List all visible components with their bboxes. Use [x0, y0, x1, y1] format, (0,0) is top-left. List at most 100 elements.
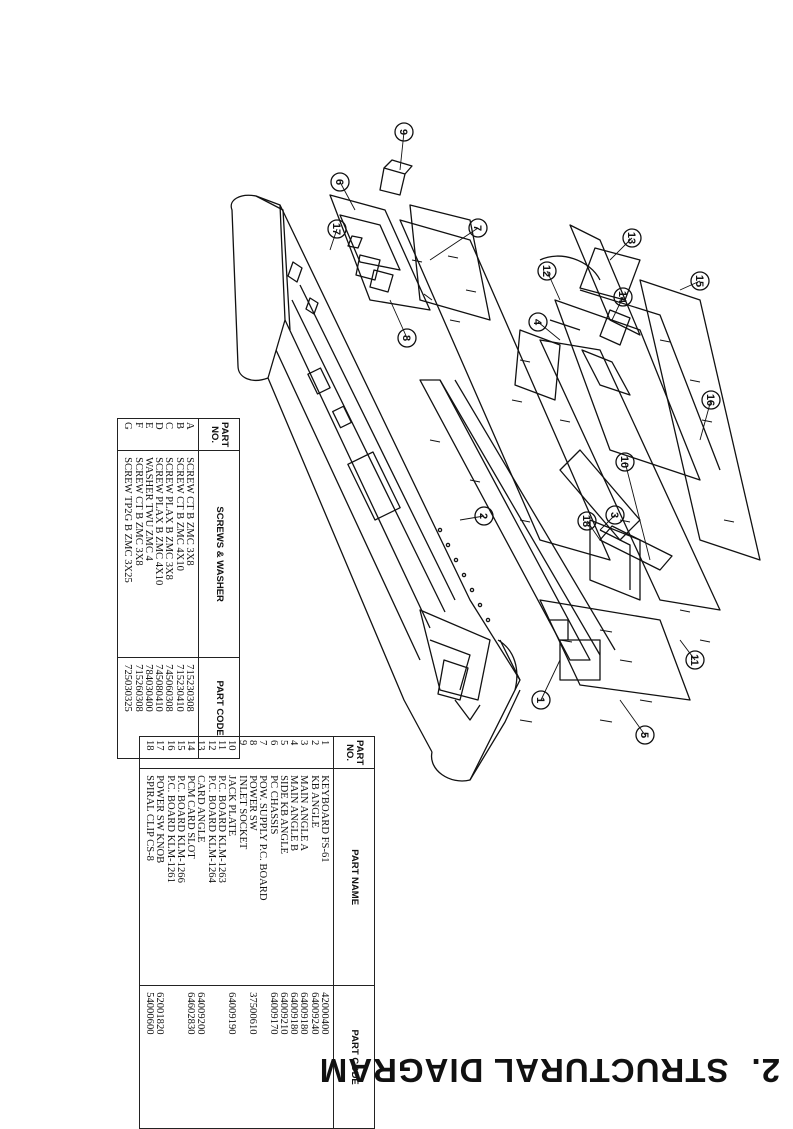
screws-cell-name: SCREW PLAX B ZMC 4X10 [153, 457, 165, 586]
parts-cell-name: MAIN ANGLE A [298, 775, 310, 852]
callout-8: 8 [397, 328, 417, 348]
parts-cell-no: 7 [257, 740, 269, 746]
parts-cell-name: INLET SOCKET [236, 775, 248, 850]
svg-text:1: 1 [534, 697, 546, 703]
screws-cell-name: SCREW CT B ZMC 3X8 [184, 457, 195, 566]
callout-13: 13 [622, 228, 642, 248]
parts-cell-no: 1 [319, 740, 330, 746]
parts-cell-no: 2 [308, 740, 320, 746]
screws-cell-no: C [163, 422, 175, 430]
parts-cell-name: PCM CARD SLOT [185, 775, 197, 859]
svg-text:18: 18 [580, 515, 592, 527]
parts-cell-name: KEYBOARD FS-61 [319, 775, 330, 863]
parts-cell-code: 64009170 [267, 992, 279, 1035]
parts-cell-no: 4 [288, 740, 300, 746]
screws-cell-code: 725030325 [122, 664, 134, 712]
parts-cell-name: MAIN ANGLE B [288, 775, 300, 852]
parts-cell-code [164, 992, 174, 1124]
parts-cell-code: 37500610 [246, 992, 258, 1035]
keyboard-bed-drawing [419, 379, 616, 681]
parts-cell-code: 54000600 [143, 992, 155, 1035]
screws-cell-no: D [153, 422, 165, 430]
screws-cell-name: SCREW TP2G B ZMC 3X25 [122, 457, 134, 583]
screws-cell-no: A [184, 422, 195, 430]
callout-1: 1 [531, 690, 551, 710]
parts-header-name: PART NAME [333, 768, 375, 986]
callout-11: 11 [685, 650, 705, 670]
svg-text:7: 7 [471, 225, 483, 231]
parts-cell-code [216, 992, 226, 1124]
parts-cell-no: 17 [154, 740, 166, 751]
callout-16: 16 [701, 390, 721, 410]
parts-cell-no: 3 [298, 740, 310, 746]
screws-cell-name: SCREW CT B ZMC 3X8 [132, 457, 144, 566]
parts-cell-name: SIDE KB ANGLE [277, 775, 289, 855]
parts-header-part-no: PART NO. [333, 736, 375, 769]
callout-12: 12 [537, 261, 557, 281]
svg-text:17: 17 [330, 223, 342, 235]
parts-cell-no: 15 [174, 740, 186, 751]
leader-lines [329, 131, 712, 736]
screws-cell-no: B [173, 422, 185, 430]
callout-14: 14 [613, 287, 633, 307]
svg-text:5: 5 [638, 732, 650, 738]
heading-number: 2. [750, 1052, 780, 1089]
parts-cell-code [257, 992, 267, 1124]
power-supply-drawing [329, 159, 491, 321]
svg-text:12: 12 [540, 265, 552, 277]
parts-cell-no: 13 [195, 740, 207, 751]
parts-cell-name: KB ANGLE [308, 775, 320, 828]
parts-cell-name: JACK PLATE [226, 775, 238, 837]
callout-10: 10 [615, 452, 635, 472]
callout-9: 9 [394, 122, 414, 142]
parts-cell-no: 6 [267, 740, 279, 746]
parts-cell-code: 64009240 [308, 992, 320, 1035]
parts-cell-no: 9 [236, 740, 248, 746]
parts-cell-name: POWER SW [246, 775, 258, 831]
callout-17: 17 [327, 219, 347, 239]
callouts: 1 2 3 4 5 6 7 8 9 10 11 12 13 14 15 16 1… [327, 122, 721, 745]
parts-cell-code: 64009190 [226, 992, 238, 1035]
parts-cell-name: P.C. BOARD KLM-1264 [205, 775, 217, 883]
parts-cell-no: 14 [185, 740, 197, 751]
svg-text:10: 10 [618, 456, 630, 468]
parts-cell-code: 64009180 [298, 992, 310, 1035]
callout-15: 15 [690, 271, 710, 291]
parts-cell-name: SPIRAL CLIP CS-8 [143, 775, 155, 861]
parts-cell-name: P.C. BOARD KLM-1261 [164, 775, 176, 883]
parts-cell-code [236, 992, 246, 1124]
parts-cell-no: 11 [216, 740, 228, 751]
parts-cell-no: 5 [277, 740, 289, 746]
parts-cell-name: P.C. BOARD KLM-1266 [174, 775, 186, 883]
callout-5: 5 [635, 725, 655, 745]
callout-2: 2 [474, 506, 494, 526]
callout-6: 6 [330, 172, 350, 192]
parts-cell-code [175, 992, 185, 1124]
screws-cell-name: SCREW CT B ZMC 4X10 [173, 457, 185, 571]
callout-4: 4 [528, 312, 548, 332]
parts-cell-name: PC CHASSIS [267, 775, 279, 835]
parts-cell-name: CARD ANGLE [195, 775, 207, 843]
callout-7: 7 [468, 218, 488, 238]
callout-18: 18 [577, 511, 597, 531]
parts-cell-name: POWER SW KNOB [154, 775, 166, 864]
svg-text:8: 8 [400, 335, 412, 341]
svg-text:16: 16 [704, 394, 716, 406]
parts-cell-code: 62001820 [154, 992, 166, 1035]
parts-cell-no: 10 [226, 740, 238, 751]
svg-text:11: 11 [688, 654, 700, 666]
svg-text:9: 9 [397, 129, 409, 135]
parts-cell-code: 64009200 [195, 992, 207, 1035]
parts-cell-code: 64602830 [185, 992, 197, 1035]
svg-text:6: 6 [333, 179, 345, 185]
parts-cell-no: 16 [164, 740, 176, 751]
screws-cell-no: E [142, 422, 154, 429]
screws-cell-no: F [132, 422, 144, 428]
parts-cell-no: 18 [143, 740, 155, 751]
